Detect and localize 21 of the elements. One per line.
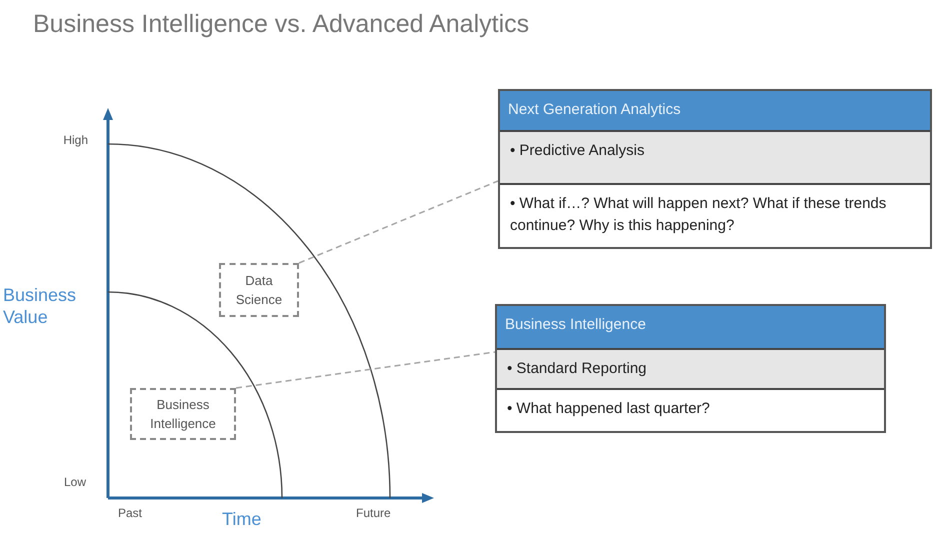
axis-tick-label: Low (62, 474, 86, 491)
table-row-text: • What if…? What will happen next? What if these trends continue? Why is this happening? (510, 194, 888, 236)
axis-title: Business Value (3, 284, 78, 328)
axis-tick-label: High (62, 132, 88, 149)
info-table (498, 89, 932, 249)
table-row-text: • Predictive Analysis (510, 141, 646, 162)
box-label: Business Intelligence (149, 396, 217, 433)
table-header: Next Generation Analytics (500, 91, 930, 132)
box-label: Data Science (234, 272, 284, 309)
axis-tick-label: Past (118, 505, 144, 522)
table-row-text: • Standard Reporting (507, 358, 648, 379)
table-row-text: • What happened last quarter? (507, 399, 711, 420)
dashed-box (219, 263, 299, 317)
axis-title: Time (222, 508, 262, 531)
info-table (495, 304, 886, 433)
leader-line (236, 351, 496, 389)
leader-line (298, 180, 498, 264)
title: Business Intelligence vs. Advanced Analytics (33, 9, 530, 40)
dashed-box (130, 388, 236, 440)
axis-tick-label: Future (356, 505, 392, 522)
table-header: Business Intelligence (497, 306, 884, 350)
